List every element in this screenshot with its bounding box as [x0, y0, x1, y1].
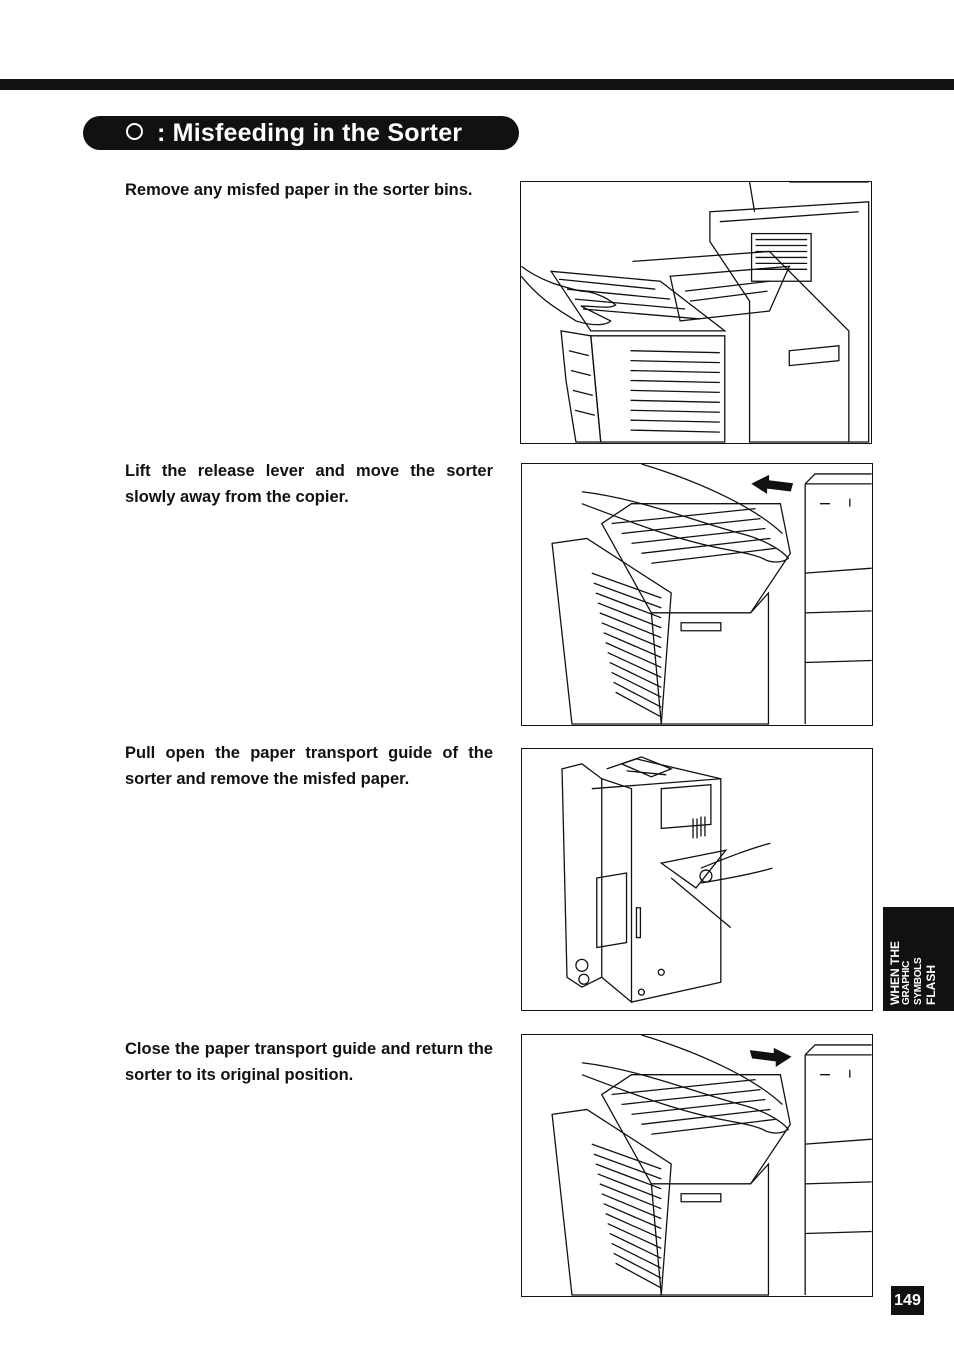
step-1-illustration [520, 181, 872, 444]
circle-outline-icon [126, 123, 143, 140]
page-title: : Misfeeding in the Sorter [157, 118, 463, 147]
step-2-illustration [521, 463, 873, 726]
section-side-tab: WHEN THE GRAPHIC SYMBOLS FLASH [883, 907, 954, 1011]
step-2-text: Lift the release lever and move the sort… [125, 462, 493, 506]
step-4-text: Close the paper transport guide and retu… [125, 1040, 493, 1084]
step-1-text: Remove any misfed paper in the sorter bi… [125, 181, 473, 199]
page-number: 149 [891, 1286, 924, 1315]
step-3-text: Pull open the paper transport guide of t… [125, 744, 493, 788]
side-tab-line-1: WHEN THE [888, 941, 902, 1005]
step-4-illustration [521, 1034, 873, 1297]
side-tab-line-3: FLASH [924, 965, 938, 1005]
top-rule [0, 79, 954, 90]
side-tab-line-2: GRAPHIC SYMBOLS [901, 957, 924, 1005]
step-3-illustration [521, 748, 873, 1011]
section-title-bar: : Misfeeding in the Sorter [83, 116, 519, 150]
